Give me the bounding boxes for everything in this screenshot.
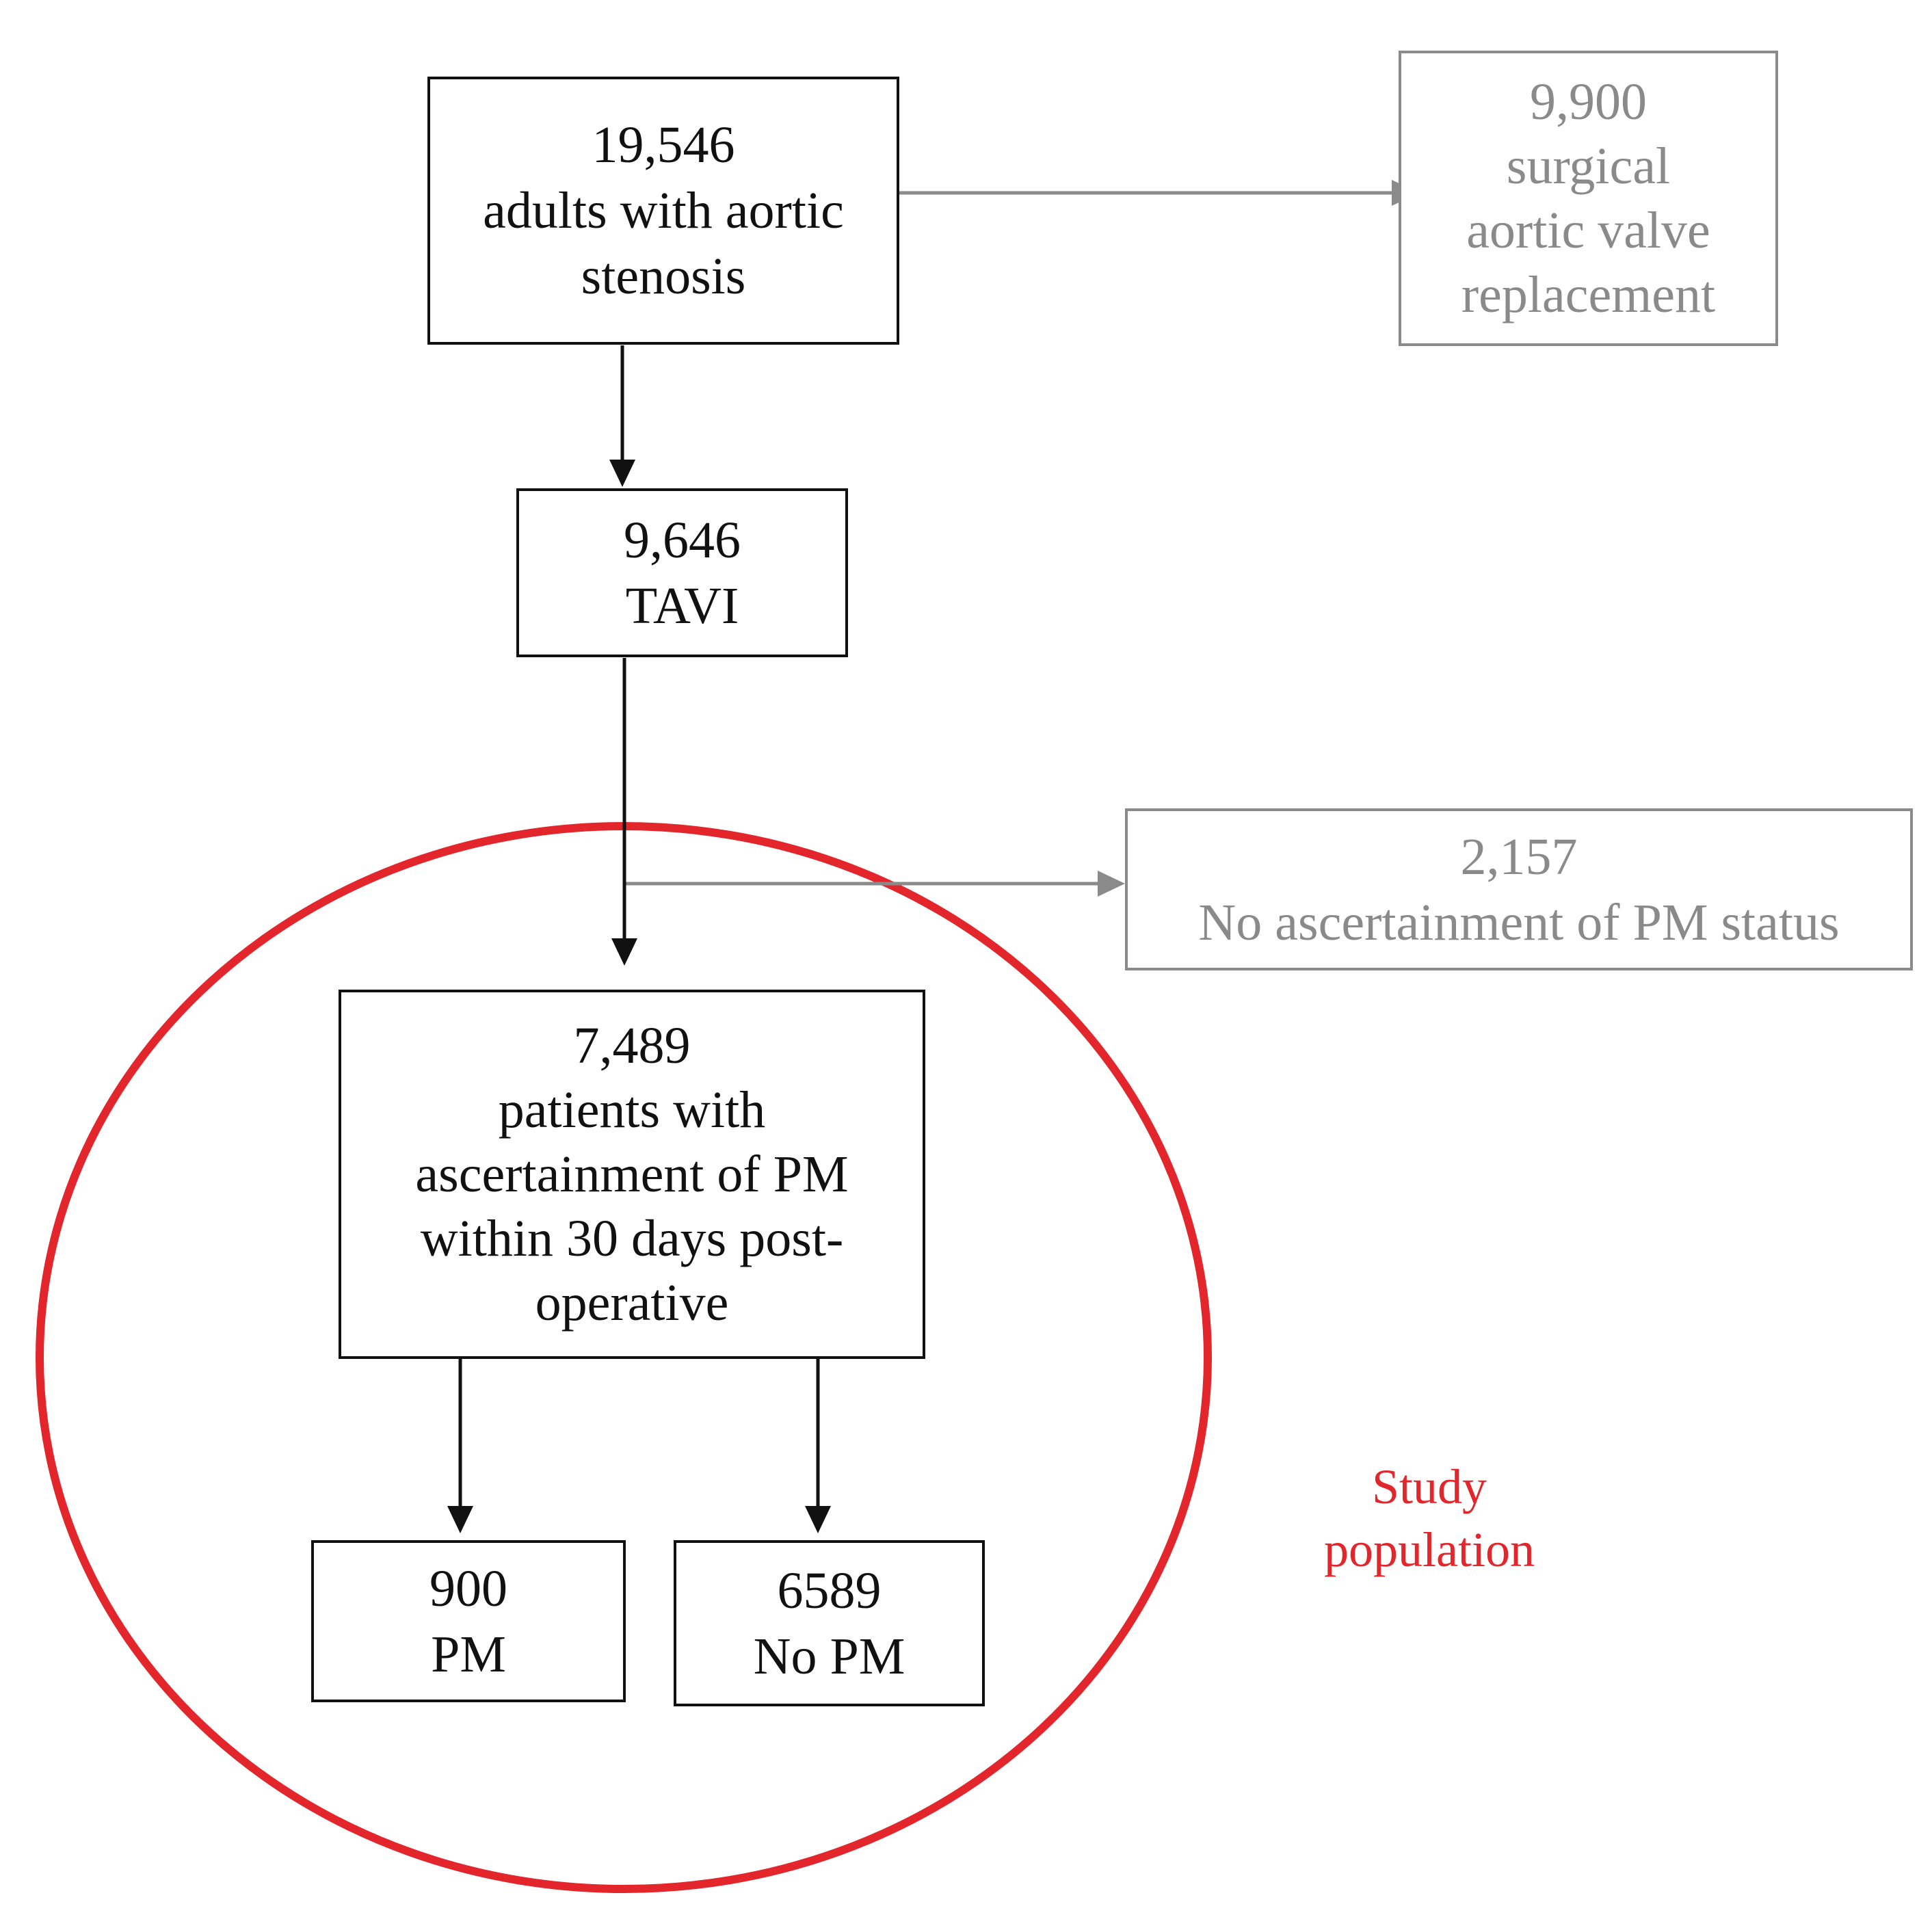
pm-count: 900 [429,1559,507,1617]
tavi-count: 9,646 [624,511,741,569]
adults-line-2: stenosis [581,248,746,305]
surgical-line-1: surgical [1506,137,1671,195]
arrowhead-no-ascertainment [1098,871,1125,897]
no-ascertainment-count: 2,157 [1460,828,1578,886]
adults-count: 19,546 [592,116,735,174]
no-pm-box: 6589 No PM [674,1540,985,1706]
no-ascertainment-label: No ascertainment of PM status [1198,893,1840,951]
arrowhead-ascertained [611,938,637,966]
ascertained-line-1: patients with [498,1081,766,1139]
ascertained-patients-box: 7,489 patients with ascertainment of PM … [339,990,925,1359]
pm-label: PM [431,1625,506,1683]
arrowhead-pm [447,1506,473,1533]
study-label-line-1: Study [1371,1459,1487,1514]
arrowhead-no-pm [805,1506,831,1533]
tavi-box: 9,646 TAVI [516,488,848,657]
ascertained-line-3: within 30 days post- [420,1210,844,1267]
surgical-line-3: replacement [1461,266,1716,323]
surgical-avr-box: 9,900 surgical aortic valve replacement [1399,51,1778,346]
pm-box: 900 PM [311,1540,626,1702]
arrowhead-tavi [609,460,635,487]
surgical-line-2: aortic valve [1466,202,1710,259]
ascertained-line-2: ascertainment of PM [415,1146,849,1203]
surgical-count: 9,900 [1530,73,1647,131]
no-pm-label: No PM [753,1627,905,1685]
no-pm-count: 6589 [777,1561,882,1619]
study-population-label: Study population [1286,1455,1573,1581]
tavi-label: TAVI [625,577,739,635]
no-ascertainment-box: 2,157 No ascertainment of PM status [1125,808,1913,970]
study-label-line-2: population [1324,1522,1535,1577]
ascertained-line-4: operative [535,1274,729,1332]
ascertained-count: 7,489 [573,1017,691,1074]
adults-line-1: adults with aortic [483,182,844,239]
adults-aortic-stenosis-box: 19,546 adults with aortic stenosis [427,77,899,345]
